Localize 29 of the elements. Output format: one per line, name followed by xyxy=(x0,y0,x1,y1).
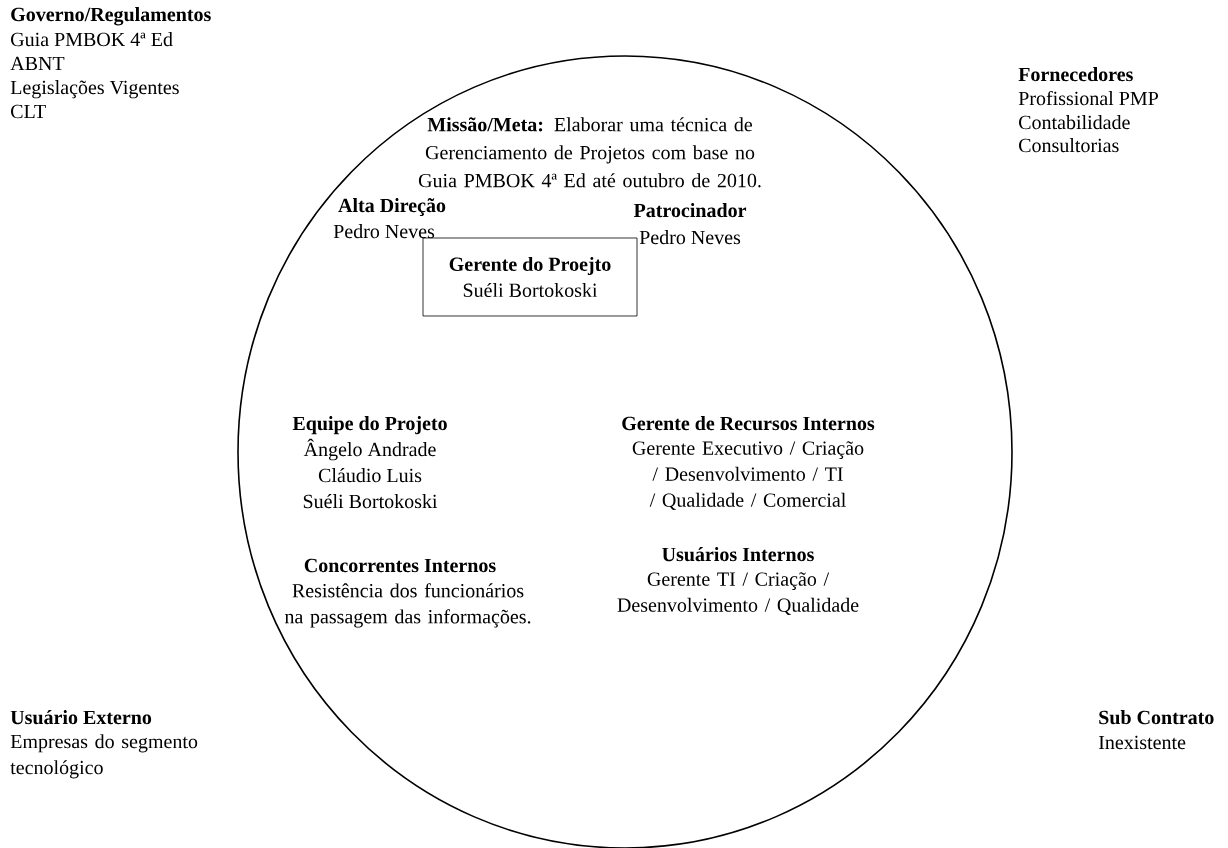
heading-text: Concorrentes Internos xyxy=(304,558,496,573)
body-text: Empresas do segmento tecnológico xyxy=(10,734,198,779)
body-text: CLT xyxy=(11,104,46,119)
body-text: Legislações Vigentes xyxy=(10,80,179,99)
body-text: Gerente Executivo / Criação / Desenvolvimento / TI / Qualidade / Comercial xyxy=(632,441,864,510)
body-text: Consultorias xyxy=(1019,138,1119,153)
body-text: Profissional PMP xyxy=(1018,90,1158,106)
body-text: Pedro Neves xyxy=(333,224,435,239)
heading-text: Governo/Regulamentos xyxy=(11,7,211,26)
heading-text: Patrocinador xyxy=(633,203,747,218)
body-text: Contabilidade xyxy=(1019,115,1130,130)
heading-text: Gerente de Recursos Internos xyxy=(622,416,875,431)
heading-text: Usuário Externo xyxy=(10,710,152,725)
heading-text: Usuários Internos xyxy=(662,547,814,562)
text-box: Gerente do Proejto Suéli Bortokoski xyxy=(422,237,638,317)
body-text: Cláudio Luis xyxy=(318,468,422,483)
body-text: Inexistente xyxy=(1098,735,1186,750)
body-text: Missão/Meta: Elaborar uma técnica de Gerenciamento de Projetos com base no Guia PMBOK 4ª Ed até outubro de 2010. xyxy=(418,117,761,188)
heading-text: Sub Contrato xyxy=(1099,710,1214,725)
heading-text: Equipe do Projeto xyxy=(292,416,447,435)
body-text: Gerente TI / Criação / Desenvolvimento / Qualidade xyxy=(617,572,859,615)
body-text: ABNT xyxy=(10,56,65,71)
body-text: Pedro Neves xyxy=(639,230,741,245)
heading-text: Alta Direção xyxy=(338,198,446,217)
body-text: Resistência dos funcionários na passagem das informações. xyxy=(284,583,531,628)
heading-text: Fornecedores xyxy=(1018,67,1133,82)
body-text: Suéli Bortokoski xyxy=(303,494,438,509)
body-text: Guia PMBOK 4ª Ed xyxy=(11,32,173,47)
body-text: Ângelo Andrade xyxy=(303,438,436,461)
